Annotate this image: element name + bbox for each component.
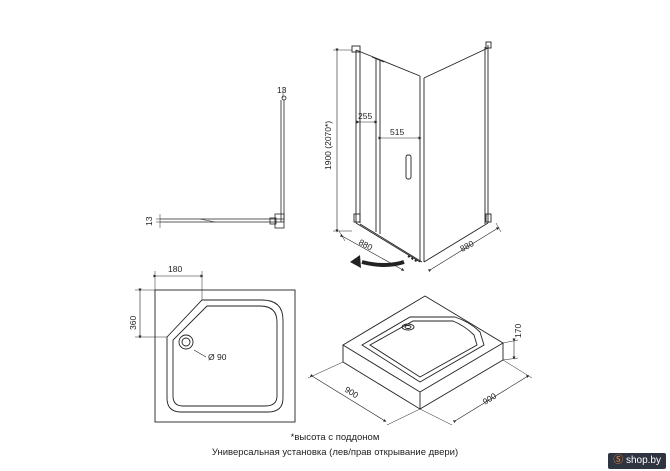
profile-depth-side-label: 13 — [144, 216, 154, 226]
tray-cut-depth-label: 360 — [128, 316, 138, 330]
enclosure-front-width-label: 880 — [357, 237, 374, 253]
height-note: *высота с поддоном — [290, 432, 380, 443]
height-label: 1900 (2070*) — [323, 121, 333, 170]
tray-width-label: 900 — [343, 384, 361, 400]
enclosure-3d-view — [333, 41, 502, 273]
door-offset-label: 255 — [358, 111, 372, 121]
tray-3d-view — [307, 295, 533, 426]
profile-section-view — [156, 87, 287, 229]
tray-height-label: 170 — [513, 324, 523, 338]
drain-diameter-label: Ø 90 — [208, 352, 227, 362]
shop-watermark: Ⓢ shop.by — [608, 453, 666, 469]
tray-top-view — [135, 271, 296, 423]
watermark-logo-icon: Ⓢ — [613, 455, 624, 466]
enclosure-side-width-label: 880 — [458, 238, 475, 254]
door-slide-arrow-icon — [350, 255, 419, 268]
door-width-label: 515 — [390, 127, 404, 137]
installation-note: Универсальная установка (лев/прав открыв… — [211, 447, 459, 458]
tray-depth-label: 900 — [481, 391, 499, 407]
tray-cut-width-label: 180 — [168, 264, 182, 274]
watermark-text: shop.by — [625, 455, 661, 466]
profile-depth-top-label: 13 — [277, 85, 287, 95]
